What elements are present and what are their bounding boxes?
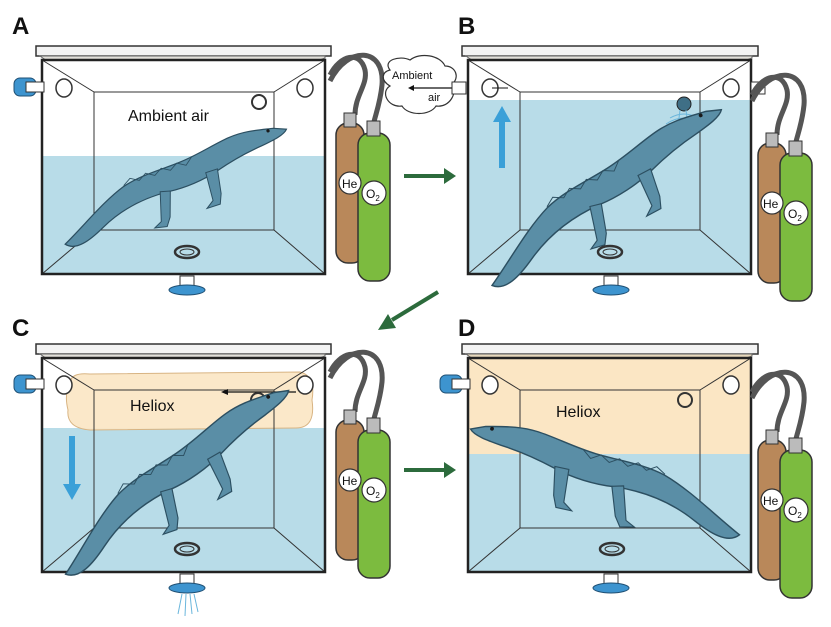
- water-outflow-icon: [177, 593, 199, 617]
- he-tank-label: He: [763, 494, 779, 508]
- o2-tank-label: O2: [366, 484, 380, 500]
- o2-tank-label: O2: [788, 207, 802, 223]
- arrow-b-to-c: [378, 290, 440, 330]
- gas-cylinders-icon: [752, 75, 812, 301]
- panel-letter-c: C: [12, 315, 29, 342]
- panel-letter-b: B: [458, 13, 475, 40]
- panel-d: D Heliox He O2: [439, 315, 812, 598]
- drain-valve-icon: [592, 582, 630, 594]
- arrow-c-to-d: [404, 462, 456, 478]
- drain-valve-icon: [168, 582, 206, 594]
- panel-b: B Ambient air: [382, 13, 812, 301]
- vent-label-line1: Ambient: [392, 70, 432, 82]
- o2-tank-label: O2: [788, 504, 802, 520]
- gas-cylinders-icon: [752, 372, 812, 598]
- aquarium-frame: [466, 356, 753, 574]
- ambient-air-callout: [382, 54, 457, 115]
- gas-label-heliox: Heliox: [556, 404, 600, 421]
- he-tank-label: He: [763, 197, 779, 211]
- gas-label-ambient-air: Ambient air: [128, 108, 210, 125]
- drain-valve-icon: [168, 284, 206, 296]
- drain-valve-icon: [592, 284, 630, 296]
- panel-a: A Ambient air He O2: [12, 13, 390, 296]
- aquarium-frame: [466, 58, 753, 276]
- arrow-a-to-b: [404, 168, 456, 184]
- aquarium-frame: [40, 356, 327, 574]
- vent-label-line2: air: [428, 92, 441, 104]
- o2-tank-label: O2: [366, 187, 380, 203]
- gas-cylinders-icon: [330, 55, 390, 281]
- aquarium-frame: [40, 58, 327, 276]
- he-tank-label: He: [342, 177, 358, 191]
- gas-label-heliox: Heliox: [130, 398, 174, 415]
- panel-c: C Heliox: [12, 315, 390, 617]
- he-tank-label: He: [342, 474, 358, 488]
- panel-letter-d: D: [458, 315, 475, 342]
- gas-cylinders-icon: [330, 352, 390, 578]
- panel-letter-a: A: [12, 13, 29, 40]
- tank-lid: [35, 45, 332, 57]
